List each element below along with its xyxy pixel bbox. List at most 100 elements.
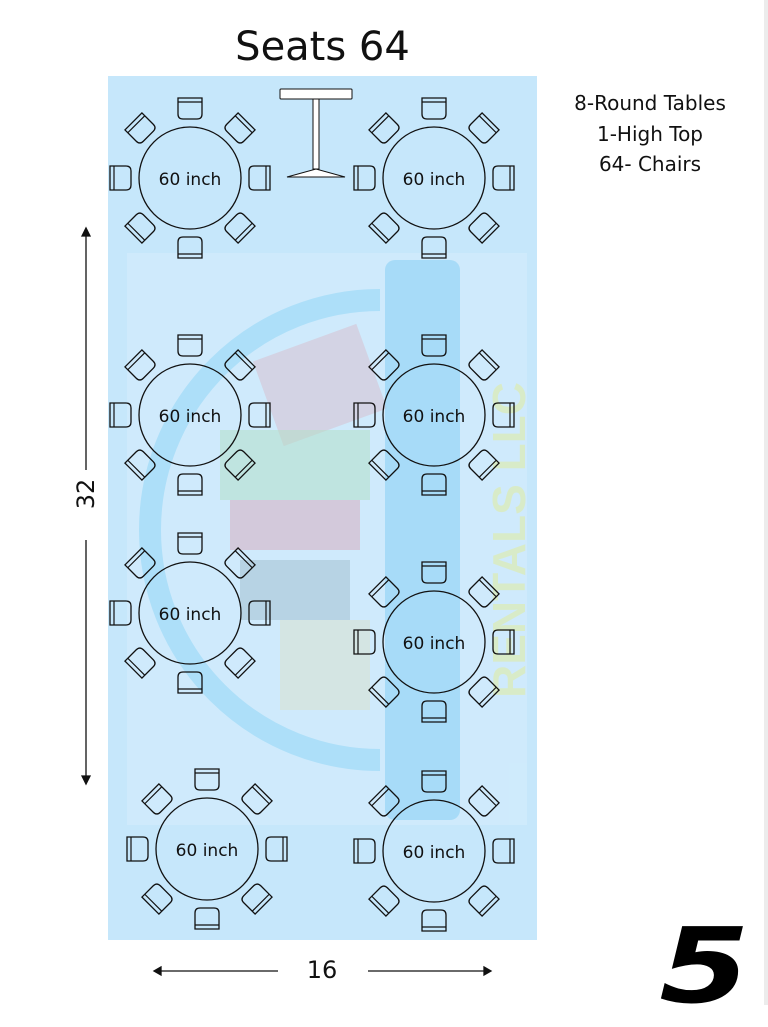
round-table: 60 inch — [109, 97, 271, 259]
chair — [109, 402, 132, 428]
table-top — [382, 799, 486, 903]
legend-chairs: 64- Chairs — [598, 152, 702, 176]
chair — [421, 334, 447, 357]
chair — [124, 547, 156, 579]
high-top-table — [279, 88, 353, 178]
chair — [492, 402, 515, 428]
table-size-label: 60 inch — [159, 605, 222, 625]
chair — [468, 576, 500, 608]
page-number: 5 — [659, 905, 749, 1027]
table-top — [382, 363, 486, 467]
chair — [353, 838, 376, 864]
chair — [368, 449, 400, 481]
chair — [353, 165, 376, 191]
chair — [248, 402, 271, 428]
chair — [368, 212, 400, 244]
round-table: 60 inch — [109, 532, 271, 694]
table-top — [138, 126, 242, 230]
chair — [177, 97, 203, 120]
chair — [492, 629, 515, 655]
chair — [368, 576, 400, 608]
chair — [468, 449, 500, 481]
chair — [124, 349, 156, 381]
chair — [368, 676, 400, 708]
chair — [468, 676, 500, 708]
table-top — [382, 126, 486, 230]
page-title: Seats 64 — [235, 24, 410, 70]
chair — [194, 907, 220, 930]
chair — [421, 97, 447, 120]
table-top — [138, 363, 242, 467]
chair — [421, 561, 447, 584]
chair — [368, 785, 400, 817]
chair — [368, 885, 400, 917]
width-arrow — [152, 965, 493, 977]
legend-tables: 8-Round Tables — [574, 91, 726, 115]
chair — [224, 212, 256, 244]
chair — [421, 473, 447, 496]
round-table: 60 inch — [353, 97, 515, 259]
chair — [224, 647, 256, 679]
legend-high-top: 1-High Top — [596, 121, 703, 146]
chair — [177, 532, 203, 555]
chair — [248, 165, 271, 191]
chair — [177, 334, 203, 357]
chair — [224, 547, 256, 579]
table-size-label: 60 inch — [403, 170, 466, 190]
logo-watermark: RENTALS LLC — [127, 253, 535, 825]
chair — [241, 783, 273, 815]
chair — [194, 768, 220, 791]
page-edge — [764, 0, 768, 1005]
chair — [177, 473, 203, 496]
length-label: 32 — [72, 478, 100, 510]
chair — [468, 885, 500, 917]
table-size-label: 60 inch — [403, 407, 466, 427]
chair — [468, 112, 500, 144]
chair — [353, 629, 376, 655]
round-table: 60 inch — [109, 334, 271, 496]
chair — [421, 909, 447, 932]
chair — [124, 112, 156, 144]
chair — [141, 783, 173, 815]
chair — [109, 165, 132, 191]
chair — [124, 647, 156, 679]
chair — [248, 600, 271, 626]
width-label: 16 — [306, 956, 338, 984]
chair — [126, 836, 149, 862]
chair — [368, 349, 400, 381]
chair — [353, 402, 376, 428]
chair — [492, 838, 515, 864]
chair — [141, 883, 173, 915]
table-size-label: 60 inch — [159, 170, 222, 190]
round-table: 60 inch — [353, 561, 515, 723]
legend: 8-Round Tables 1-High Top 64- Chairs — [560, 88, 740, 180]
chair — [224, 449, 256, 481]
chair — [421, 236, 447, 259]
chair — [421, 700, 447, 723]
svg-text:RENTALS LLC: RENTALS LLC — [483, 382, 535, 698]
chair — [468, 212, 500, 244]
chair — [368, 112, 400, 144]
chair — [177, 671, 203, 694]
chair — [492, 165, 515, 191]
chair — [177, 236, 203, 259]
table-top — [138, 561, 242, 665]
round-table: 60 inch — [126, 768, 288, 930]
floor-plan: RENTALS LLC 60 inch 60 inch 60 inch 60 inch… — [80, 76, 537, 977]
table-size-label: 60 inch — [159, 407, 222, 427]
chair — [468, 349, 500, 381]
chair — [224, 112, 256, 144]
chair — [124, 212, 156, 244]
chair — [421, 770, 447, 793]
chair — [265, 836, 288, 862]
round-table: 60 inch — [353, 334, 515, 496]
chair — [241, 883, 273, 915]
length-arrow — [80, 226, 92, 786]
table-size-label: 60 inch — [176, 841, 239, 861]
table-size-label: 60 inch — [403, 634, 466, 654]
table-size-label: 60 inch — [403, 843, 466, 863]
chair — [109, 600, 132, 626]
chair — [224, 349, 256, 381]
round-table: 60 inch — [353, 770, 515, 932]
chair — [468, 785, 500, 817]
